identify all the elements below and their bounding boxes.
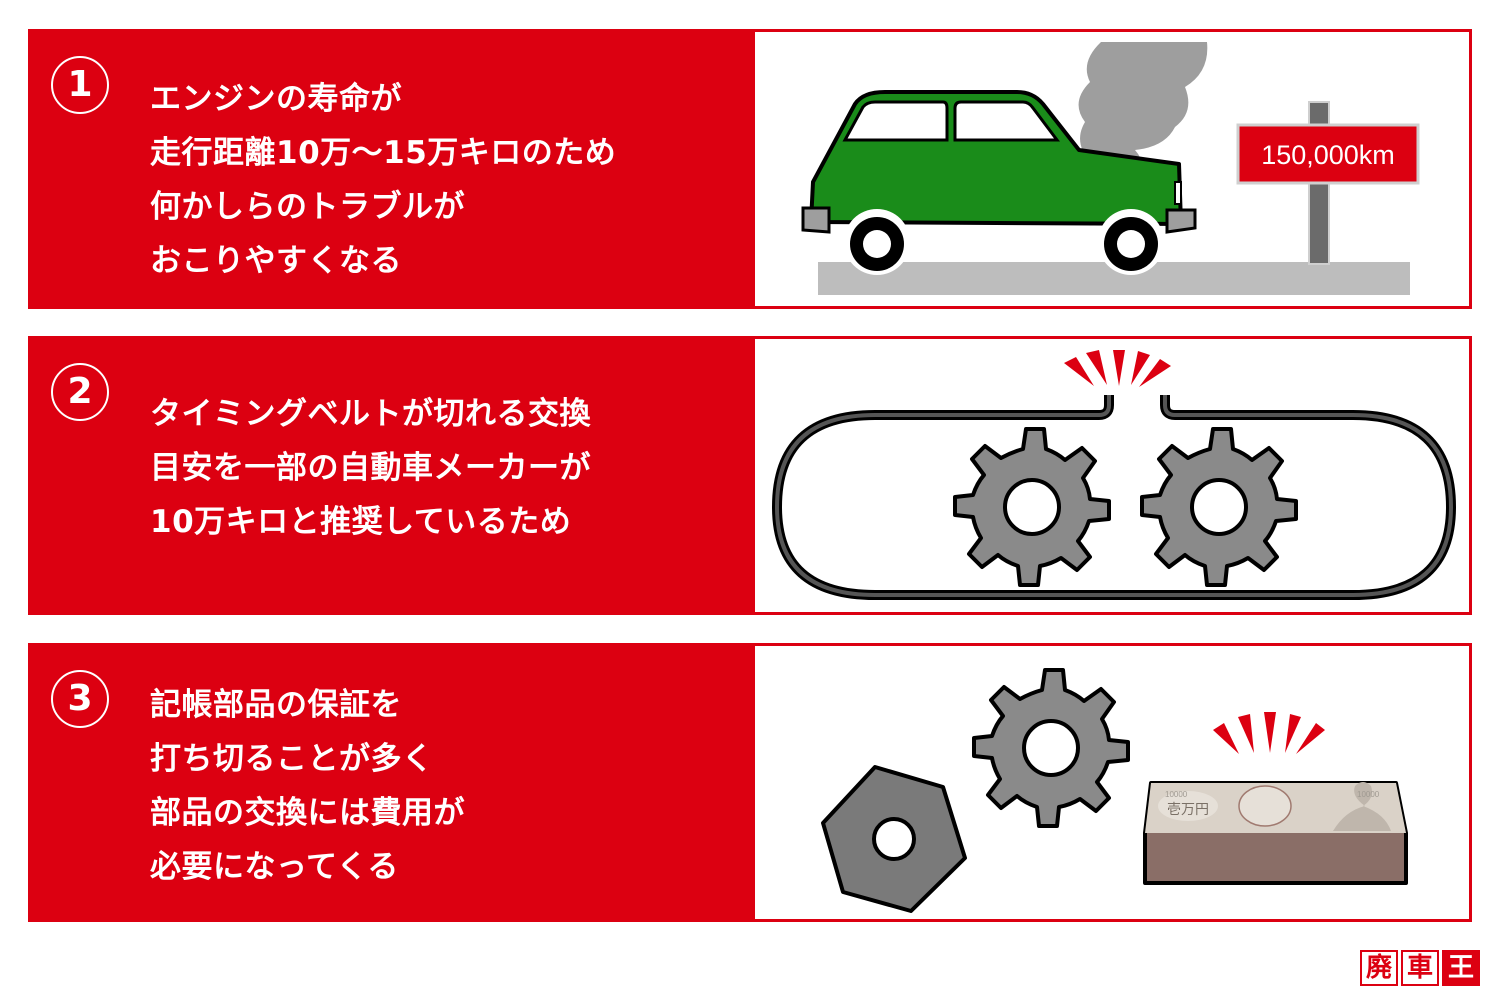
haishao-logo: 廃 車 王 [1360,950,1480,986]
reason-line: 部品の交換には費用が [150,795,465,831]
reason-number-badge: 3 [51,670,109,728]
reason-line: 走行距離10万〜15万キロのため [150,135,617,171]
reason-line: エンジンの寿命が [150,81,402,117]
distance-sign-text: 150,000km [1261,140,1395,170]
logo-char: 車 [1401,950,1439,986]
logo-char: 廃 [1360,950,1398,986]
reason-text-block: 1 エンジンの寿命が 走行距離10万〜15万キロのため 何かしらのトラブルが お… [28,29,755,309]
reason-line: タイミングベルトが切れる交換 [150,396,591,432]
reason-text-block: 2 タイミングベルトが切れる交換 目安を一部の自動車メーカーが 10万キロと推奨… [28,336,755,615]
reason-line: 記帳部品の保証を [150,687,402,723]
reason-text: 記帳部品の保証を 打ち切ることが多く 部品の交換には費用が 必要になってくる [150,678,465,894]
parts-and-money-illustration: 10000 10000 壱万円 [755,646,1472,920]
timing-belt [772,395,1456,600]
reason-panel-2: 2 タイミングベルトが切れる交換 目安を一部の自動車メーカーが 10万キロと推奨… [28,336,1472,615]
banknote-stack-icon: 10000 10000 壱万円 [1143,781,1408,885]
gear-icon [1140,427,1298,587]
reason-text-block: 3 記帳部品の保証を 打ち切ることが多く 部品の交換には費用が 必要になってくる [28,643,755,922]
reason-line: 10万キロと推奨しているため [150,504,572,540]
banknote-label: 壱万円 [1167,801,1209,818]
gear-icon [972,668,1130,828]
timing-belt-illustration [755,339,1472,613]
reason-line: 打ち切ることが多く [150,741,434,777]
smoking-car-illustration: 150,000km [755,32,1472,306]
logo-char: 王 [1442,950,1480,986]
reason-line: 必要になってくる [150,849,399,885]
car-icon [801,90,1197,275]
hex-nut-icon [821,765,967,913]
reason-text: タイミングベルトが切れる交換 目安を一部の自動車メーカーが 10万キロと推奨して… [150,387,591,549]
gear-icon [953,427,1111,587]
reason-line: 何かしらのトラブルが [150,189,465,225]
reason-line: 目安を一部の自動車メーカーが [150,450,591,486]
alert-burst-icon [1213,712,1325,754]
reason-panel-1: 1 エンジンの寿命が 走行距離10万〜15万キロのため 何かしらのトラブルが お… [28,29,1472,309]
reason-text: エンジンの寿命が 走行距離10万〜15万キロのため 何かしらのトラブルが おこり… [150,72,616,288]
reason-number-badge: 1 [51,56,109,114]
reason-number-badge: 2 [51,363,109,421]
banknote-denomination: 10000 [1165,790,1188,799]
reason-panel-3: 3 記帳部品の保証を 打ち切ることが多く 部品の交換には費用が 必要になってくる [28,643,1472,922]
banknote-denomination: 10000 [1357,790,1380,799]
reason-line: おこりやすくなる [150,243,402,279]
distance-sign [1236,123,1420,185]
snap-burst-icon [1064,350,1171,387]
